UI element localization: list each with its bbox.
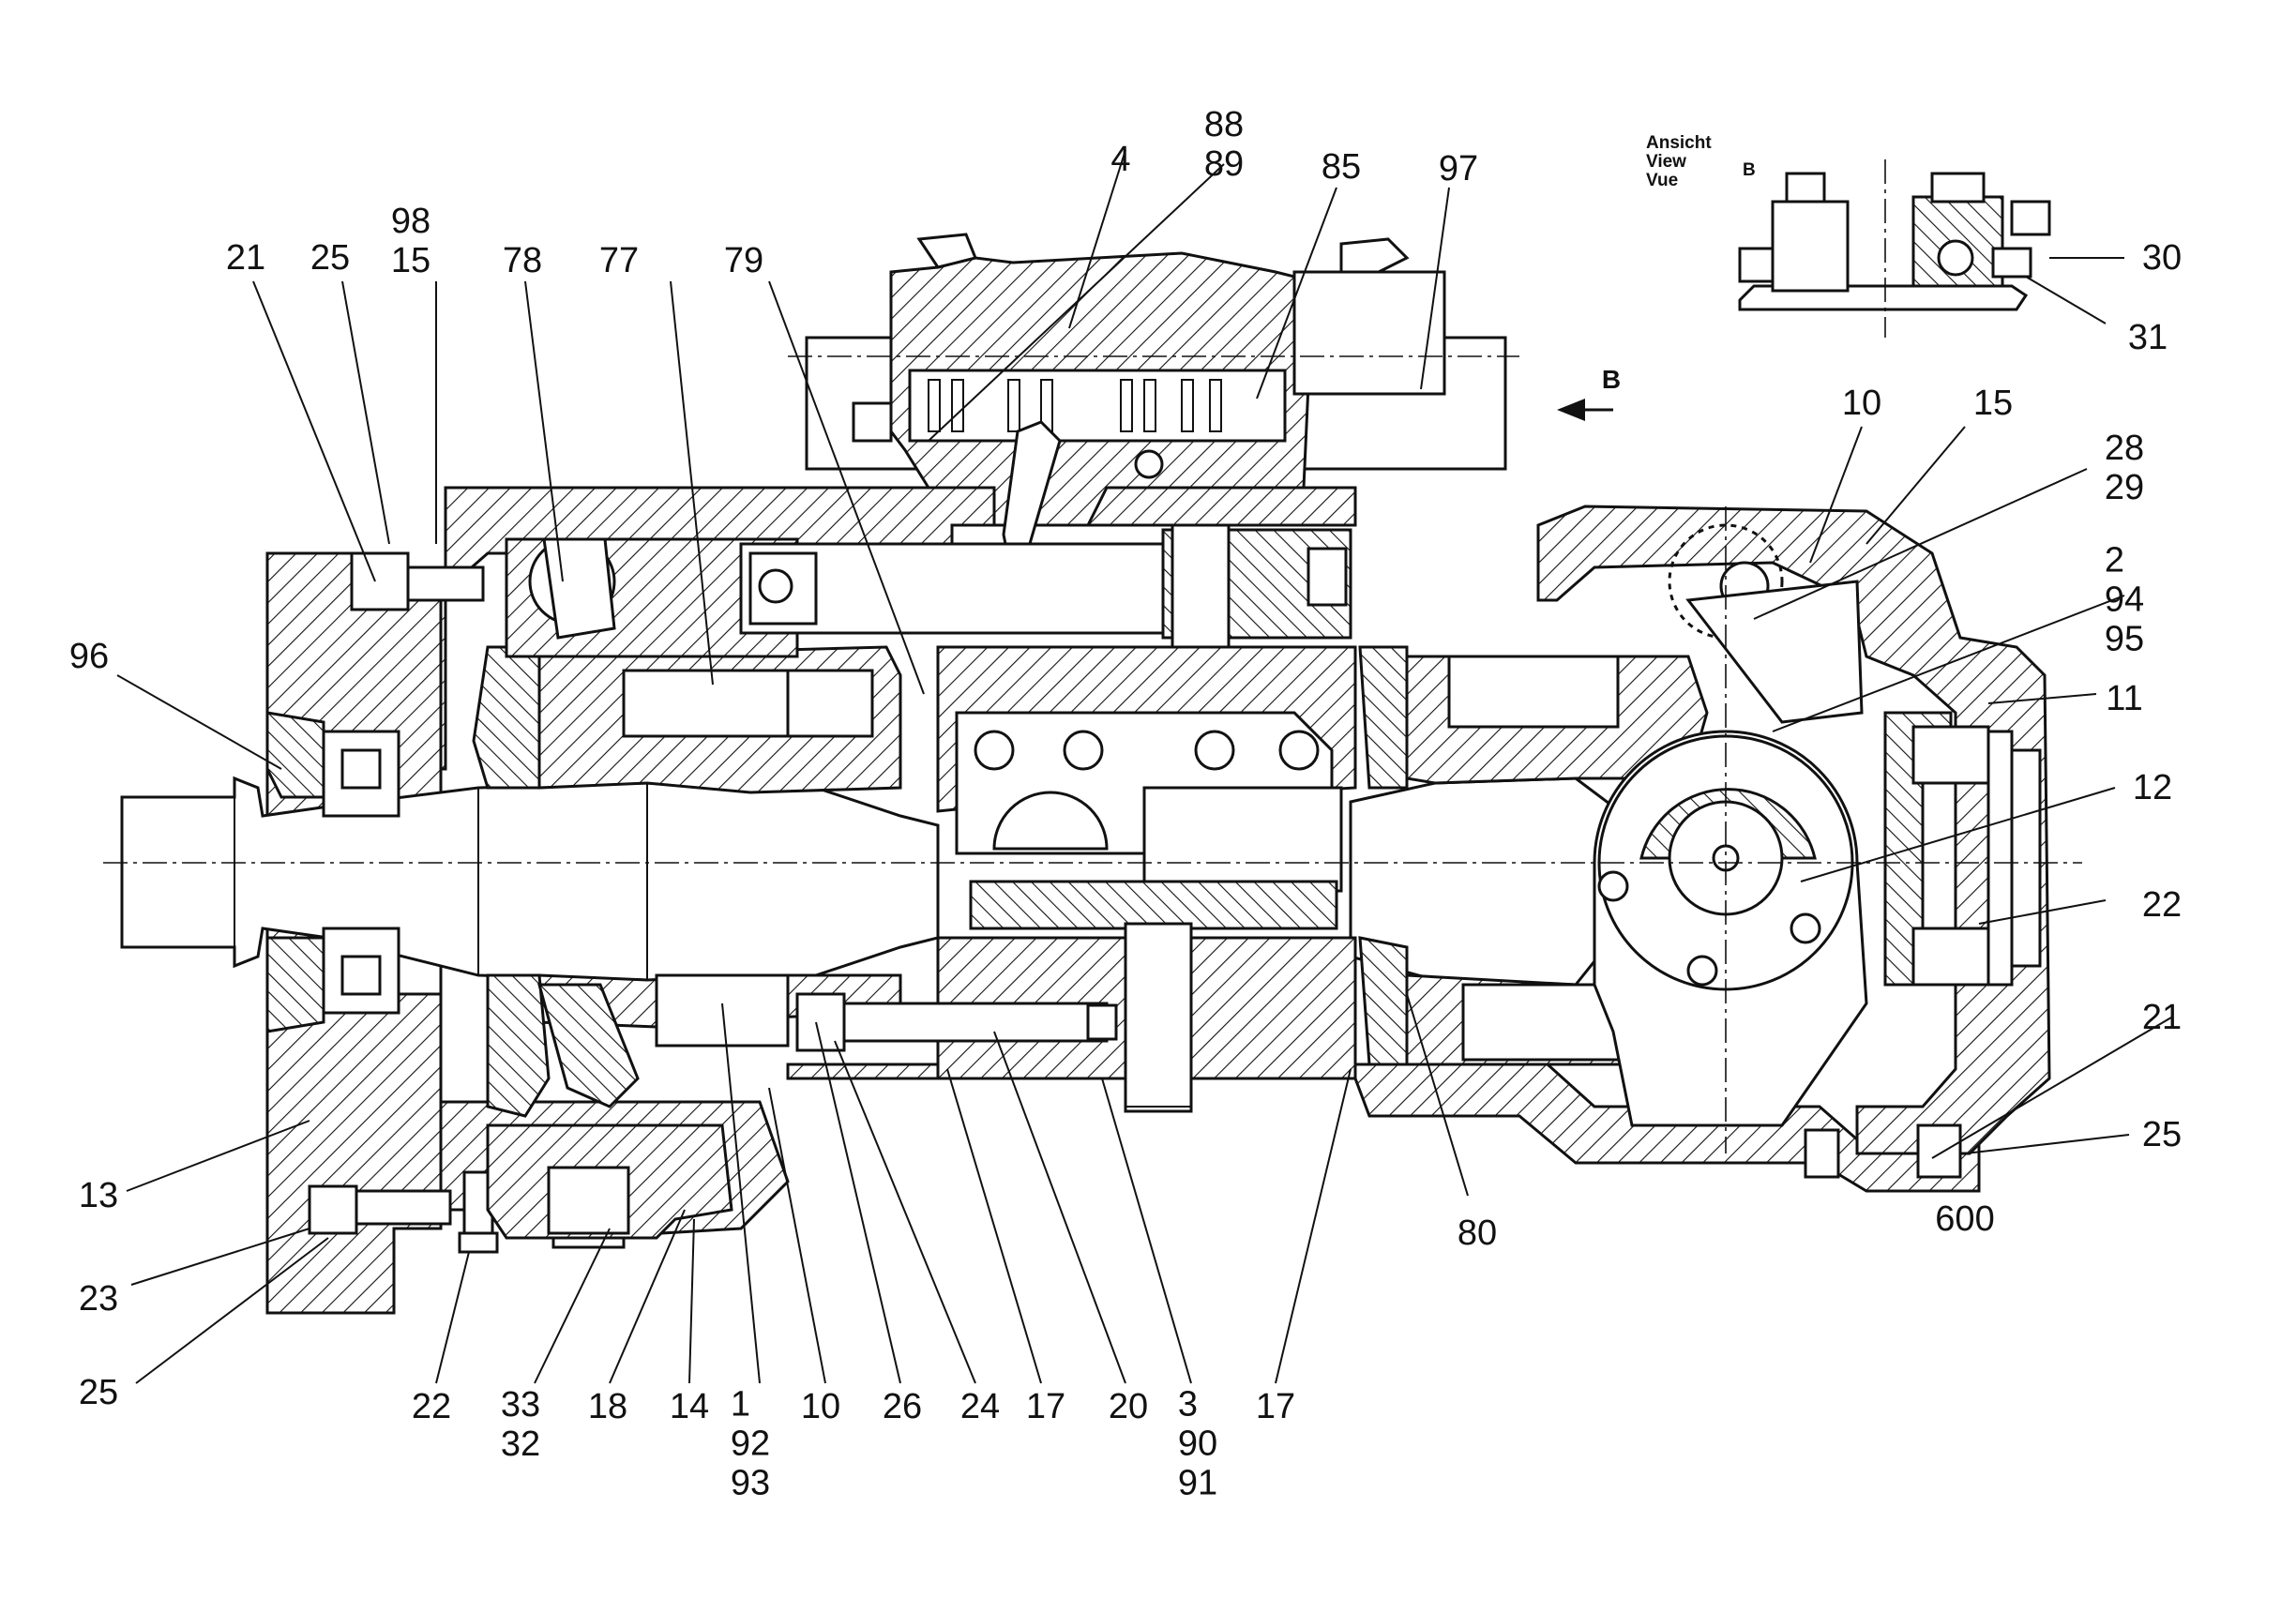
control-rod: [505, 523, 1352, 658]
callout-97: 97: [1438, 149, 1479, 188]
callout-600: 600: [1935, 1199, 1995, 1239]
callout-12: 12: [2132, 768, 2173, 807]
callout-25-top: 25: [310, 238, 351, 278]
callout-13: 13: [78, 1176, 119, 1215]
callout-10-bottom: 10: [800, 1387, 841, 1426]
callout-23: 23: [78, 1279, 119, 1319]
callout-80: 80: [1457, 1214, 1498, 1253]
callout-17-a: 17: [1025, 1387, 1066, 1426]
callout-11: 11: [2106, 679, 2143, 718]
spool-rings: [928, 379, 1222, 432]
view-b-inset: [1738, 159, 2051, 338]
callout-77: 77: [598, 241, 640, 280]
callout-15-right: 15: [1972, 384, 2014, 423]
callout-25-bottom: 25: [78, 1373, 119, 1412]
yoke-right: [1593, 523, 1868, 1127]
control-valve: [805, 233, 1507, 560]
callout-10-top: 10: [1841, 384, 1882, 423]
lower-bolt: [795, 992, 1118, 1052]
callout-24: 24: [959, 1387, 1001, 1426]
arrow-b-letter: B: [1601, 365, 1622, 394]
view-b-title: Ansicht View Vue: [1646, 133, 1712, 190]
central-block: [936, 645, 1357, 1113]
leader-lines: [116, 149, 2172, 1384]
callout-21-top: 21: [225, 238, 266, 278]
callout-4: 4: [1110, 140, 1131, 179]
right-bearing: [1911, 725, 2042, 987]
callout-79: 79: [723, 241, 764, 280]
cylinder-block-right: [1358, 645, 1709, 1066]
callout-18: 18: [587, 1387, 628, 1426]
callout-78: 78: [502, 241, 543, 280]
callout-96: 96: [68, 637, 110, 676]
callout-22-bottom: 22: [411, 1387, 452, 1426]
front-bearing: [265, 711, 400, 1033]
view-arrow-b: [1557, 399, 1613, 421]
callout-26: 26: [882, 1387, 923, 1426]
callout-20: 20: [1108, 1387, 1149, 1426]
center-lines: [103, 355, 2082, 1153]
callout-31: 31: [2127, 318, 2168, 357]
callout-25-right: 25: [2141, 1115, 2183, 1154]
view-b-letter: B: [1743, 160, 1756, 180]
callout-22-right: 22: [2141, 885, 2183, 925]
callout-17-b: 17: [1255, 1387, 1296, 1426]
callout-21-right: 21: [2141, 998, 2183, 1037]
callout-30: 30: [2141, 238, 2183, 278]
bolts: [308, 551, 1962, 1254]
callout-85: 85: [1321, 147, 1362, 187]
callout-14: 14: [669, 1387, 710, 1426]
